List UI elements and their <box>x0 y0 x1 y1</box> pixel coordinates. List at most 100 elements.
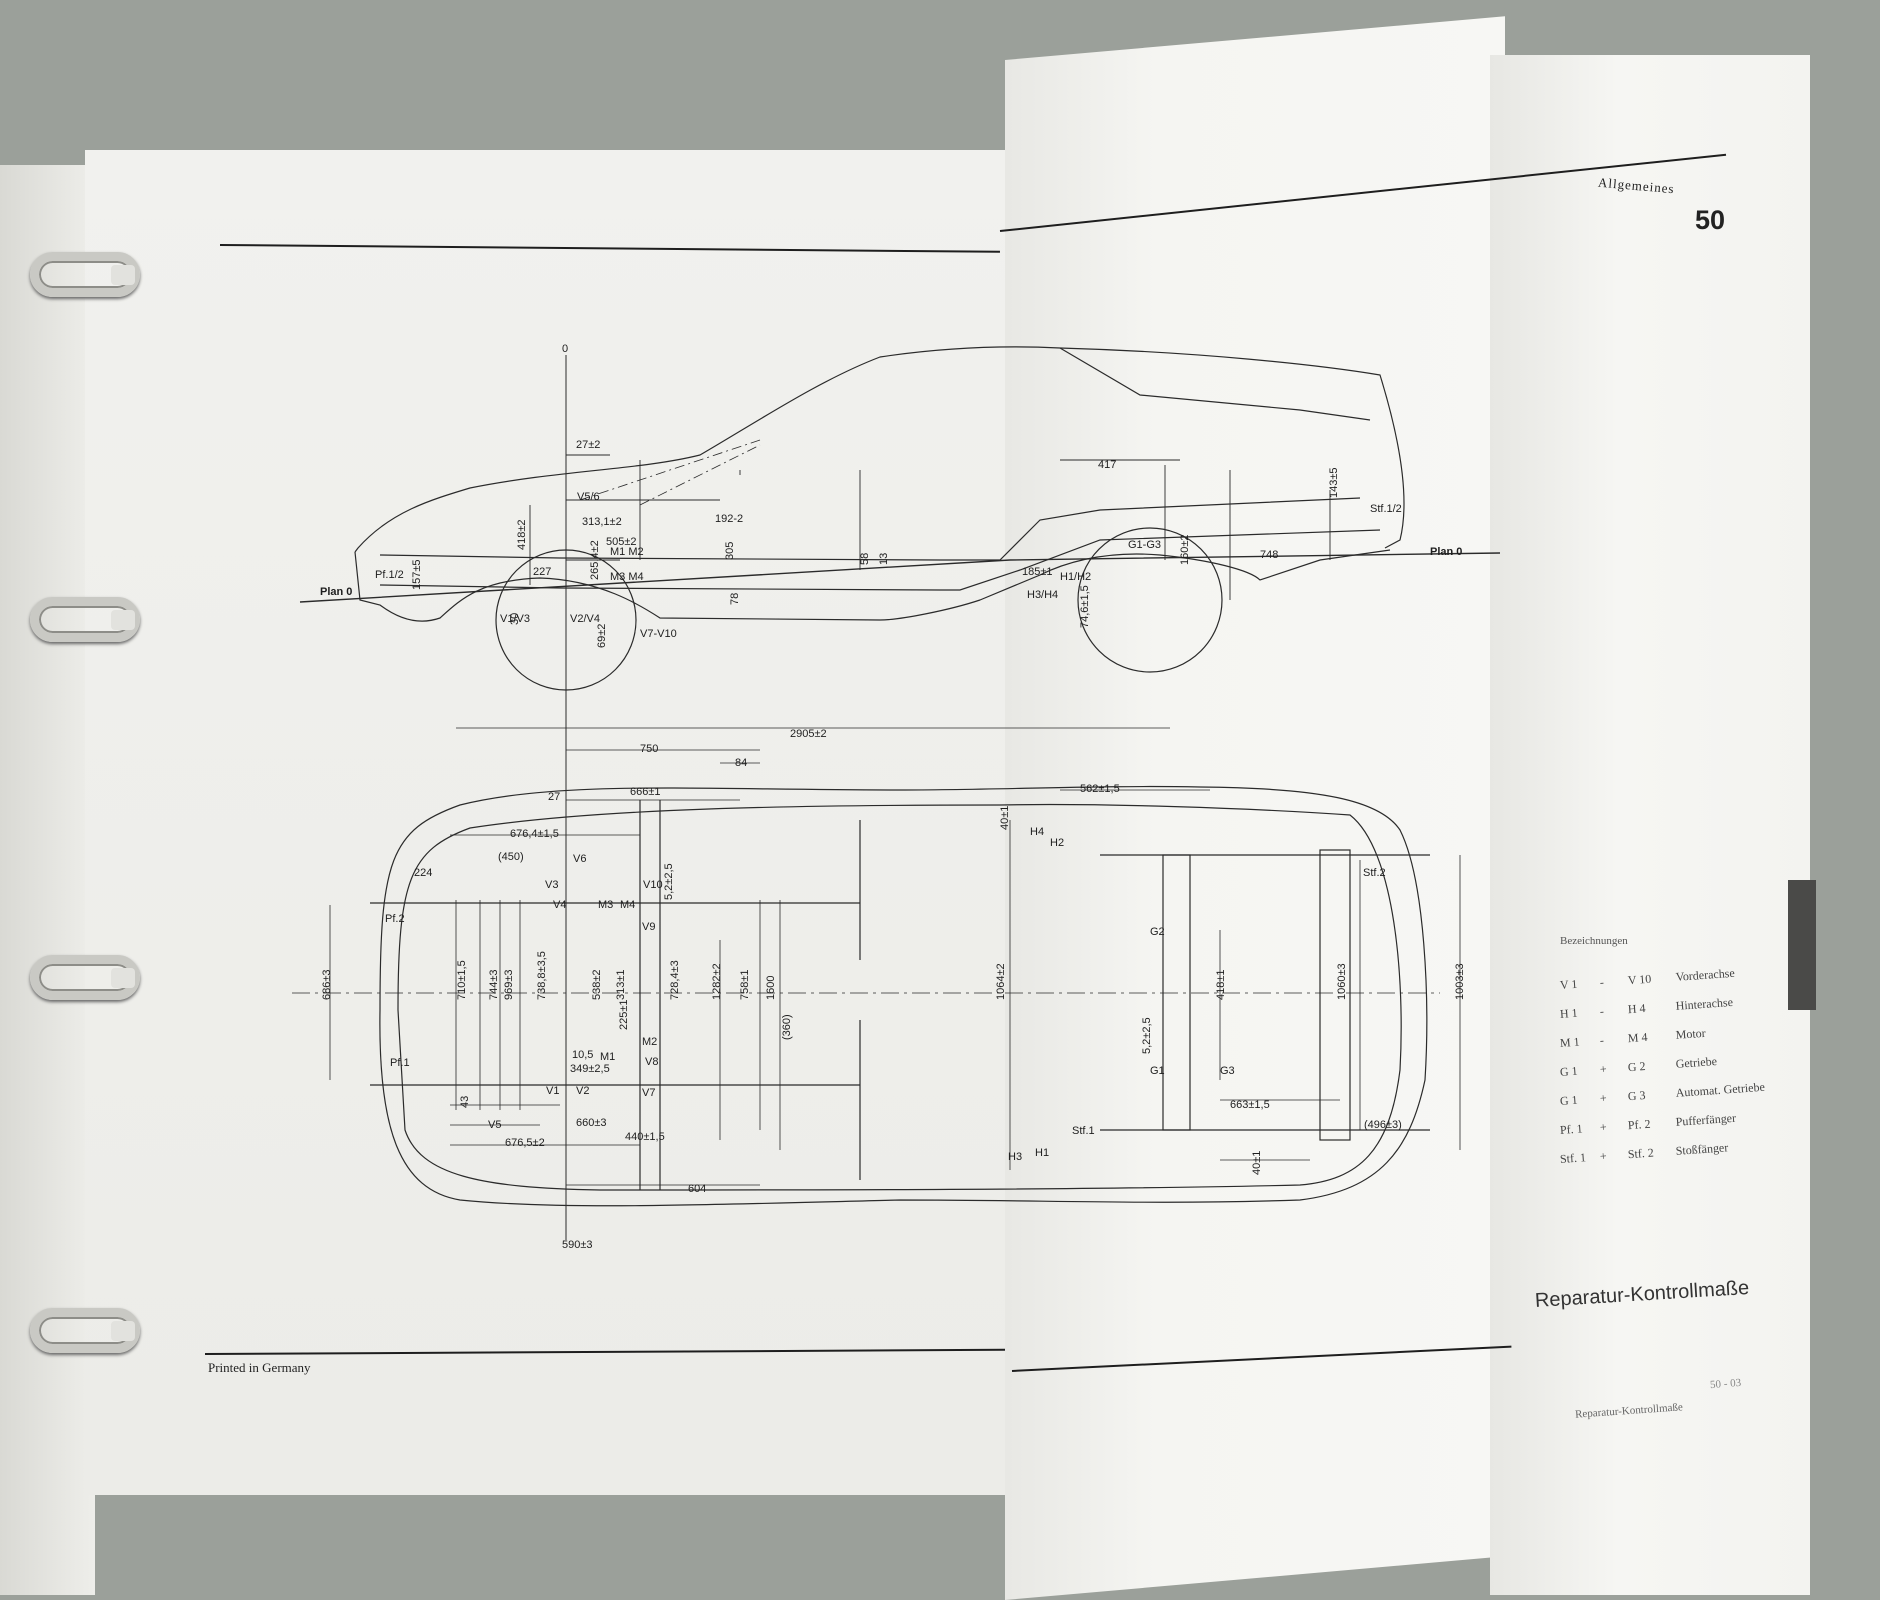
top-dimension-label: 10,5 <box>572 1049 593 1061</box>
top-dimension-label: 5,2±2,5 <box>1141 1017 1153 1054</box>
top-dimension-label: 43 <box>459 1096 471 1108</box>
top-dimension-label: Stf.1 <box>1072 1125 1095 1137</box>
top-dimension-label: 969±3 <box>503 969 515 1000</box>
binder-edge <box>0 165 95 1595</box>
side-dimension-label: 157±5 <box>411 559 423 590</box>
side-dimension-label: M1 M2 <box>610 546 644 558</box>
side-dimension-label: 143±5 <box>1328 467 1340 498</box>
frame-rail-lower <box>379 529 1381 591</box>
side-dimension-label: 748 <box>1260 549 1278 561</box>
top-dimension-label: 666±1 <box>630 786 661 798</box>
top-dimension-label: V6 <box>573 853 586 865</box>
top-dimension-label: H3 <box>1008 1151 1022 1163</box>
rear-crossmember <box>1162 854 1191 1131</box>
side-dimension-label: Plan 0 <box>320 586 352 598</box>
top-dimension-label: 40±1 <box>999 806 1011 830</box>
side-dimension-label: 58 <box>859 553 871 565</box>
binder-ring <box>30 955 140 1000</box>
side-dimension-label: 305 <box>724 542 736 560</box>
legend-title: Bezeichnungen <box>1560 935 1628 947</box>
top-dimension-label: 5,2±2,5 <box>663 863 675 900</box>
top-dimension-label: 660±3 <box>576 1117 607 1129</box>
top-dimension-label: 1060±3 <box>1336 963 1348 1000</box>
top-dimension-label: 349±2,5 <box>570 1063 610 1075</box>
centerline-dashes <box>579 439 761 506</box>
top-dimension-label: 686±3 <box>321 969 333 1000</box>
dimension-lines <box>529 454 1331 600</box>
top-dimension-label: H2 <box>1050 837 1064 849</box>
side-dimension-label: M3 M4 <box>610 571 644 583</box>
side-dimension-label: Plan 0 <box>1430 546 1462 558</box>
foldout-page <box>1490 55 1810 1595</box>
side-dimension-label: 74,6±1,5 <box>1079 585 1091 628</box>
side-dimension-label: 0 <box>562 343 568 355</box>
top-dimension-label: 562±1,5 <box>1080 783 1120 795</box>
top-dimension-label: H1 <box>1035 1147 1049 1159</box>
top-dimension-label: H4 <box>1030 826 1044 838</box>
top-dimension-label: 1600 <box>765 976 777 1000</box>
top-dimension-label: V3 <box>545 879 558 891</box>
top-dimension-label: 2905±2 <box>790 728 827 740</box>
side-view <box>299 346 1501 691</box>
cross-members <box>639 800 861 1190</box>
top-dimension-label: 0 <box>0 0 6 3</box>
top-dimension-label: 750 <box>640 743 658 755</box>
rear-wheel <box>1077 527 1223 673</box>
top-dimension-label: 604 <box>688 1183 706 1195</box>
side-dimension-label: V1/V3 <box>500 613 530 625</box>
side-dimension-label: 160±2 <box>1179 534 1191 565</box>
side-dimension-label: V5/6 <box>577 491 600 503</box>
top-dimension-label: 1003±3 <box>1454 963 1466 1000</box>
top-dimension-label: 84 <box>735 757 747 769</box>
top-dimension-label: 676,4±1,5 <box>510 828 559 840</box>
top-dimension-label: G3 <box>1220 1065 1235 1077</box>
side-dimension-label: 417 <box>1098 459 1116 471</box>
top-dimension-label: 418±1 <box>1215 969 1227 1000</box>
top-dimension-label: M4 <box>620 899 635 911</box>
top-dimension-label: M1 <box>600 1051 615 1063</box>
side-dimension-label: 69±2 <box>596 624 608 648</box>
side-dimension-label: 13 <box>878 553 890 565</box>
side-dimension-label: 227 <box>533 566 551 578</box>
side-dimension-label: 418±2 <box>516 519 528 550</box>
top-dimension-label: V9 <box>642 921 655 933</box>
top-dimension-label: 1282±2 <box>711 963 723 1000</box>
frame-rail-upper <box>379 497 1361 561</box>
side-dimension-label: G1-G3 <box>1128 539 1161 551</box>
side-dimension-label: Pf.1/2 <box>375 569 404 581</box>
side-dimension-label: 78 <box>729 593 741 605</box>
top-dimension-label: Pf.1 <box>390 1057 410 1069</box>
side-dimension-label: H1/H2 <box>1060 571 1091 583</box>
top-dimension-label: V10 <box>643 879 663 891</box>
top-dimension-label: 728,4±3 <box>669 960 681 1000</box>
printed-in: Printed in Germany <box>208 1360 311 1375</box>
rear-bumper-mount <box>1319 849 1351 1141</box>
longitudinal-rails <box>370 854 1430 1131</box>
top-dimension-label: 663±1,5 <box>1230 1099 1270 1111</box>
top-view <box>292 727 1461 1207</box>
side-dimension-label: V7-V10 <box>640 628 677 640</box>
register-tab <box>1788 880 1816 1010</box>
binder-ring <box>30 1308 140 1353</box>
top-dimension-label: V8 <box>645 1056 658 1068</box>
top-dimension-label: 676,5±2 <box>505 1137 545 1149</box>
side-dimension-label: 27±2 <box>576 439 600 451</box>
top-dimension-label: 27 <box>548 791 560 803</box>
top-dimension-label: 224 <box>414 867 432 879</box>
left-page <box>85 150 1020 1495</box>
section-number: 50 <box>1695 205 1726 235</box>
top-body-outline <box>379 785 1428 1207</box>
top-dimension-label: Pf.2 <box>385 913 405 925</box>
binder-ring <box>30 252 140 297</box>
top-dimension-label: 225±1 <box>618 999 630 1030</box>
side-dimension-label: 505±2 <box>606 536 637 548</box>
top-dimension-label: G2 <box>1150 926 1165 938</box>
top-dimension-lines <box>329 727 1461 1186</box>
top-dimension-label: 590±3 <box>562 1239 593 1251</box>
top-dimension-label: V5 <box>488 1119 501 1131</box>
side-dimension-label: H3/H4 <box>1027 589 1058 601</box>
top-dimension-label: 1064±2 <box>995 963 1007 1000</box>
top-dimension-label: 313±1 <box>615 969 627 1000</box>
